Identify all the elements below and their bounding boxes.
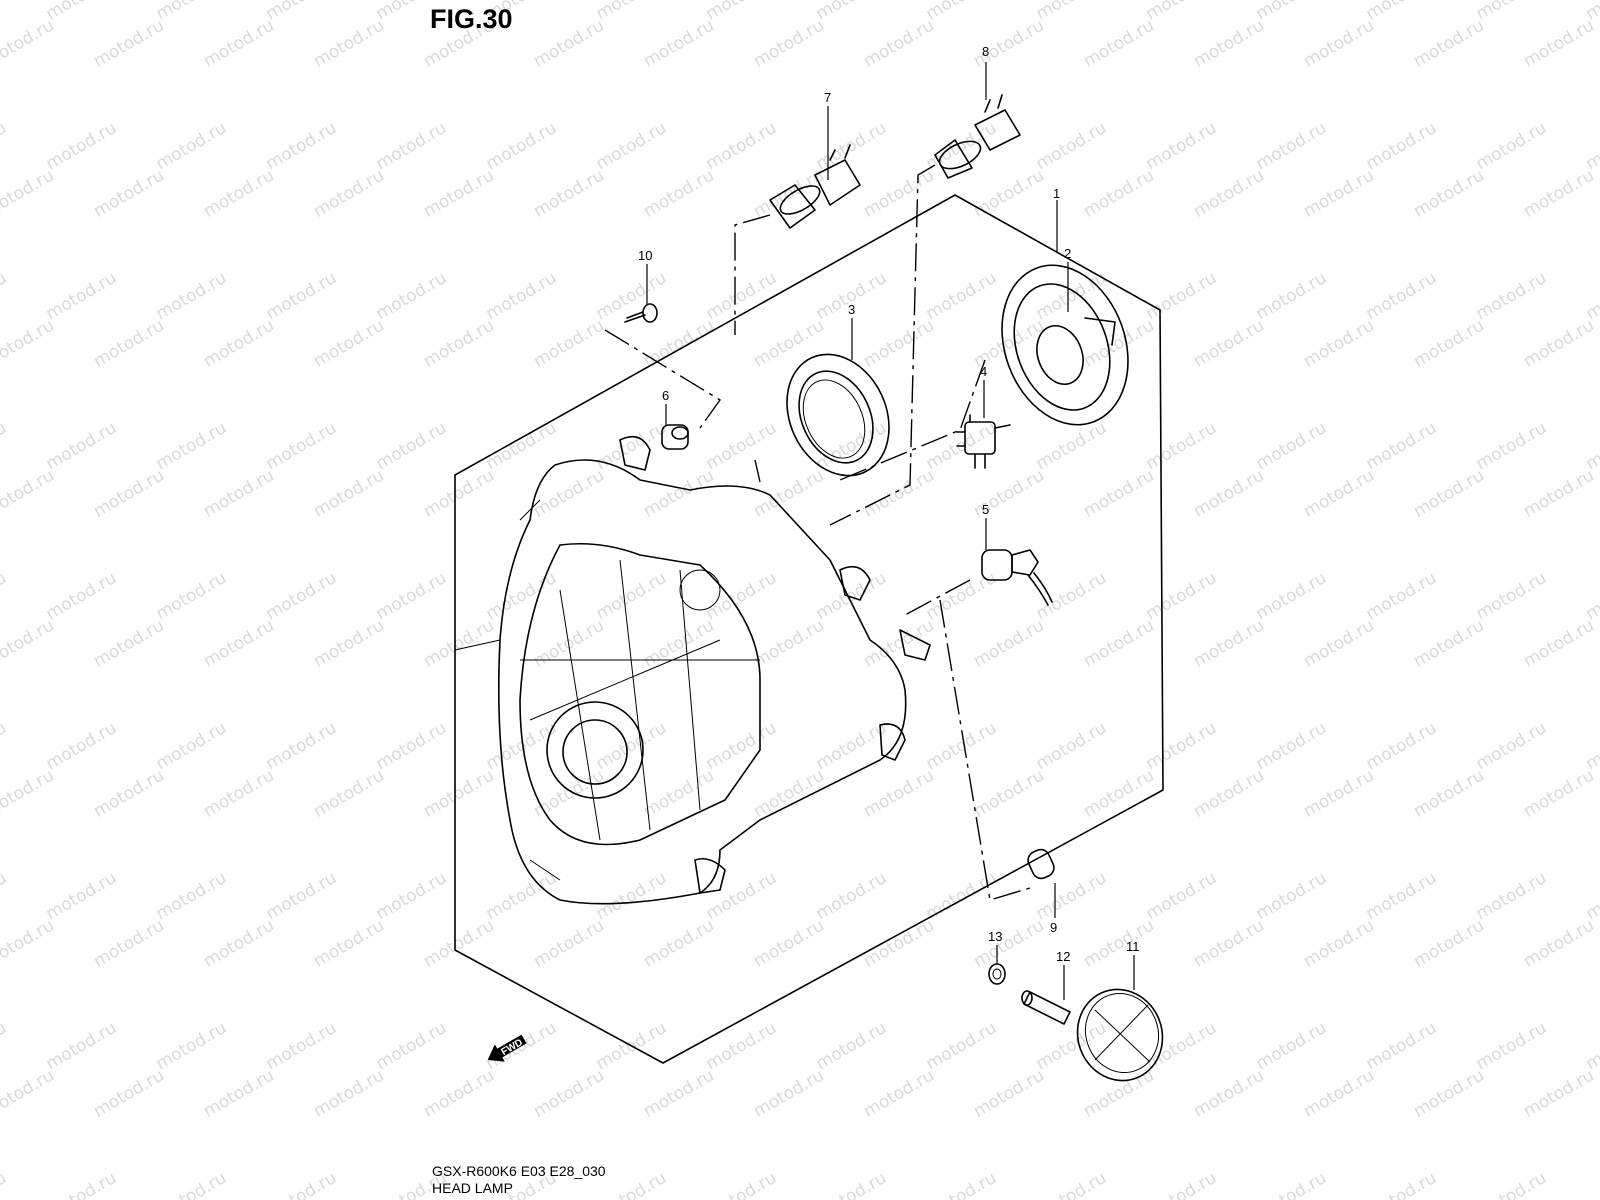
part-label-8: 8 bbox=[982, 44, 989, 59]
part-12-adjuster bbox=[1021, 990, 1071, 1025]
leader-lines bbox=[646, 62, 1135, 1000]
fwd-label: FWD bbox=[500, 1037, 525, 1058]
part-6-grommet bbox=[661, 424, 689, 450]
part-8-bulb bbox=[934, 94, 1021, 179]
part-2-reflector bbox=[1001, 264, 1129, 426]
part-label-11: 11 bbox=[1126, 939, 1140, 954]
part-label-9: 9 bbox=[1050, 920, 1057, 935]
model-code: GSX-R600K6 E03 E28_030 bbox=[432, 1163, 606, 1179]
part-label-2: 2 bbox=[1064, 246, 1071, 261]
figure-title: FIG.30 bbox=[430, 4, 513, 34]
part-label-10: 10 bbox=[638, 248, 652, 263]
part-label-13: 13 bbox=[988, 929, 1002, 944]
part-3-seal-ring bbox=[786, 353, 890, 477]
figure-caption: HEAD LAMP bbox=[432, 1180, 513, 1196]
part-label-12: 12 bbox=[1056, 949, 1070, 964]
part-number-labels: 1 2 3 4 5 6 7 8 9 10 11 12 13 bbox=[638, 44, 1140, 964]
part-5-bulb-socket bbox=[981, 549, 1053, 606]
part-13-washer bbox=[988, 963, 1006, 985]
part-9-wedge-bulb bbox=[1027, 848, 1055, 880]
part-10-screw bbox=[624, 303, 658, 323]
part-7-bulb bbox=[769, 144, 861, 229]
headlamp-housing bbox=[454, 435, 931, 905]
part-label-1: 1 bbox=[1053, 186, 1060, 201]
part-label-4: 4 bbox=[980, 364, 987, 379]
assembly-guide-lines bbox=[604, 164, 1031, 901]
part-label-6: 6 bbox=[662, 388, 669, 403]
assembly-frame bbox=[454, 194, 1164, 1064]
part-11-cap bbox=[1076, 988, 1164, 1082]
part-4-socket bbox=[956, 414, 1011, 469]
part-label-3: 3 bbox=[848, 302, 855, 317]
fwd-arrow-icon: FWD bbox=[487, 1034, 527, 1062]
part-label-5: 5 bbox=[982, 502, 989, 517]
part-label-7: 7 bbox=[824, 90, 831, 105]
